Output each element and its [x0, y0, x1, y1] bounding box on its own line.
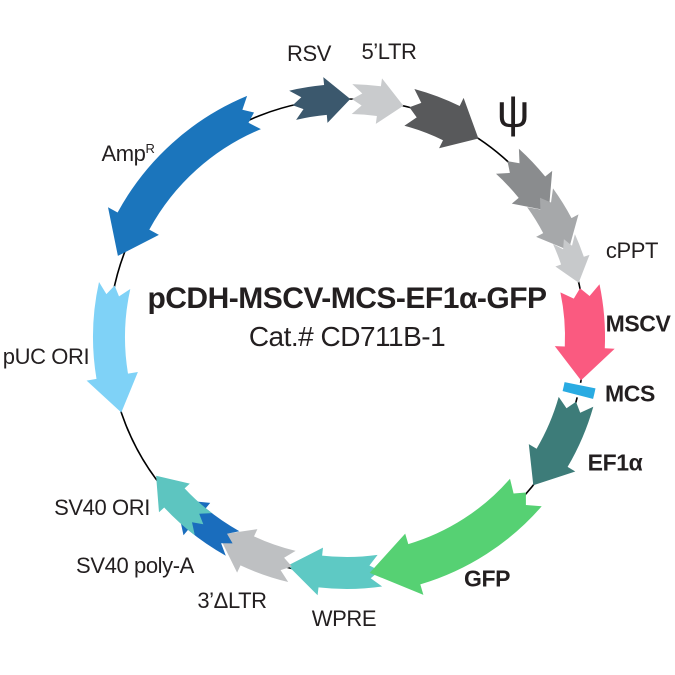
- puc-arrow: [86, 282, 138, 413]
- label-sv40-ori: SV40 ORI: [54, 495, 150, 520]
- ef1a-arrow: [528, 396, 594, 486]
- sv40ori-arrow: [156, 475, 212, 536]
- label-amp-text: Amp: [101, 141, 146, 167]
- label-3dltr: 3’ΔLTR: [197, 588, 267, 613]
- psi-arrow: [404, 89, 479, 149]
- label-ef1a: EF1α: [587, 449, 643, 476]
- cppt-arrow-3: [553, 234, 590, 283]
- mcs-band: [559, 379, 599, 402]
- rsv-arrow: [289, 77, 351, 123]
- cppt-arrow-1: [496, 148, 553, 211]
- label-gfp: GFP: [463, 565, 511, 592]
- plasmid-name: pCDH-MSCV-MCS-EF1α-GFP: [147, 282, 547, 315]
- label-amp-superscript: R: [145, 140, 155, 156]
- label-cppt: cPPT: [605, 238, 659, 263]
- label-mcs: MCS: [605, 380, 655, 407]
- amp-arrow: [108, 95, 261, 256]
- cppt-arrow-2: [527, 188, 579, 251]
- dltr3-arrow: [218, 529, 296, 582]
- wpre-arrow: [287, 547, 383, 596]
- gfp-arrow: [369, 478, 542, 595]
- label-5ltr: 5’LTR: [361, 39, 417, 64]
- label-psi: ψ: [496, 85, 530, 137]
- label-puc-ori: pUC ORI: [2, 344, 90, 369]
- label-mscv: MSCV: [605, 310, 671, 337]
- ltr5-arrow: [351, 78, 404, 124]
- mscv-arrow: [554, 284, 615, 381]
- label-amp-r: AmpR: [101, 141, 154, 167]
- catalog-number: Cat.# CD711B-1: [248, 321, 446, 352]
- label-rsv: RSV: [286, 41, 332, 66]
- label-wpre: WPRE: [311, 606, 377, 631]
- label-sv40-polya: SV40 poly-A: [76, 553, 194, 578]
